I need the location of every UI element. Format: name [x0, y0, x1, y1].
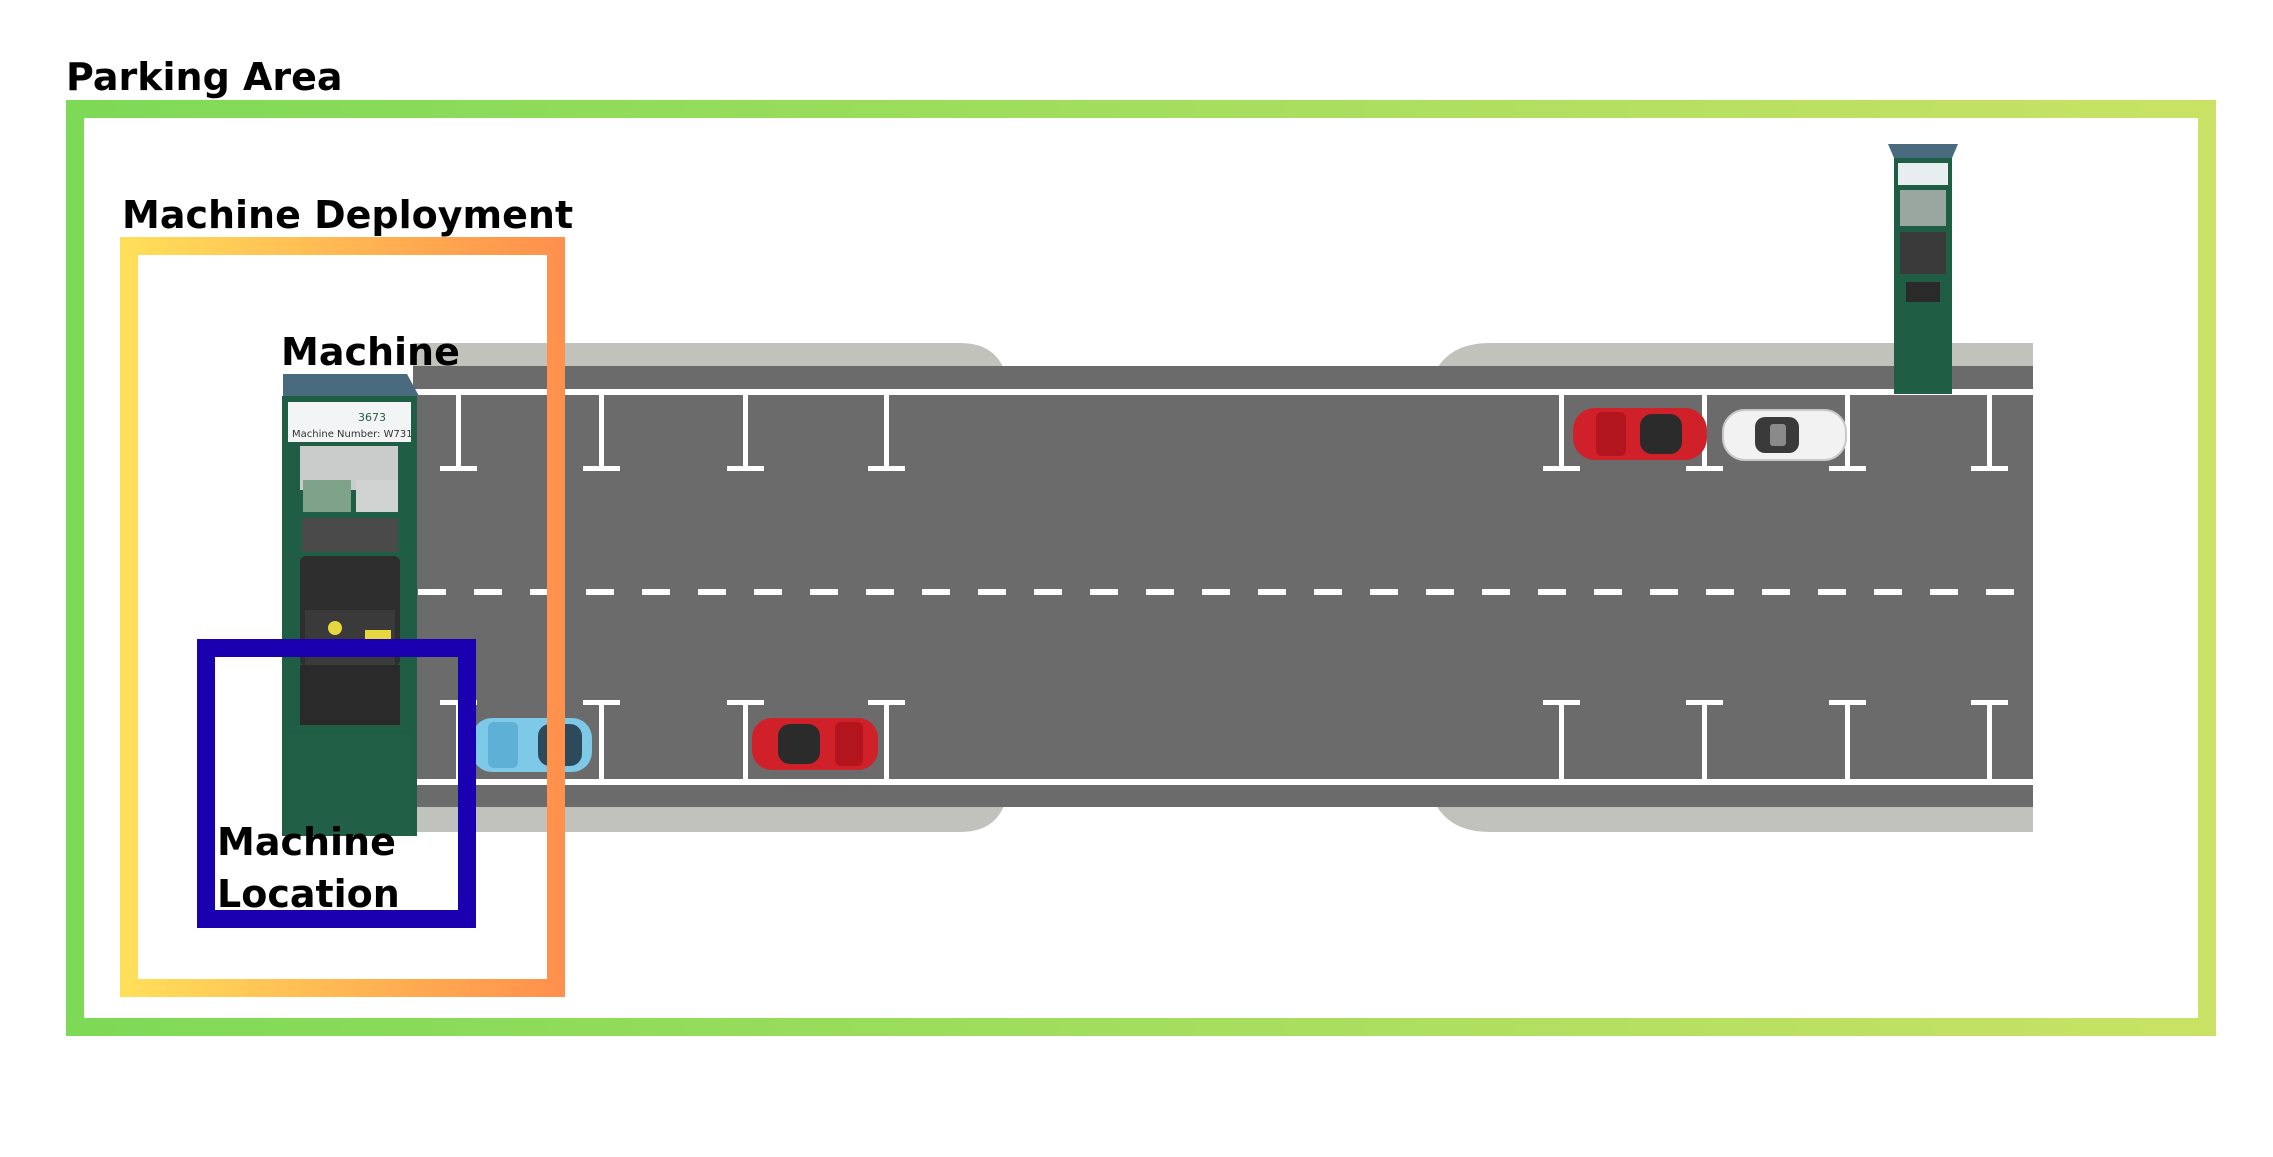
edge-line-bottom	[413, 779, 2033, 785]
parking-meter-main: 3673 Machine Number: W731	[282, 374, 419, 836]
meter-screen-top: 3673	[358, 411, 386, 424]
parking-area-frame	[66, 100, 2216, 1036]
parking-meter-far	[1888, 144, 1958, 394]
curb-bottom-left	[413, 803, 1005, 832]
car-white-top	[1722, 409, 1847, 461]
machine-deployment-frame	[120, 237, 565, 997]
edge-line-top	[413, 389, 2033, 395]
machine-location-label: Machine Location	[217, 816, 400, 920]
car-blue-bottom	[472, 718, 592, 772]
machine-location-label-line1: Machine	[217, 820, 396, 864]
car-red-bottom	[752, 718, 878, 770]
machine-location-frame	[197, 639, 476, 928]
meter-plate: Machine Number: W731	[292, 429, 413, 440]
car-red-top	[1573, 408, 1707, 460]
curb-top-right	[1435, 343, 2033, 372]
machine-location-label-line2: Location	[217, 872, 400, 916]
curb-bottom-right	[1435, 803, 2033, 832]
parking-area-label: Parking Area	[66, 55, 343, 99]
machine-deployment-label: Machine Deployment	[122, 193, 574, 237]
machine-label: Machine	[281, 330, 460, 374]
